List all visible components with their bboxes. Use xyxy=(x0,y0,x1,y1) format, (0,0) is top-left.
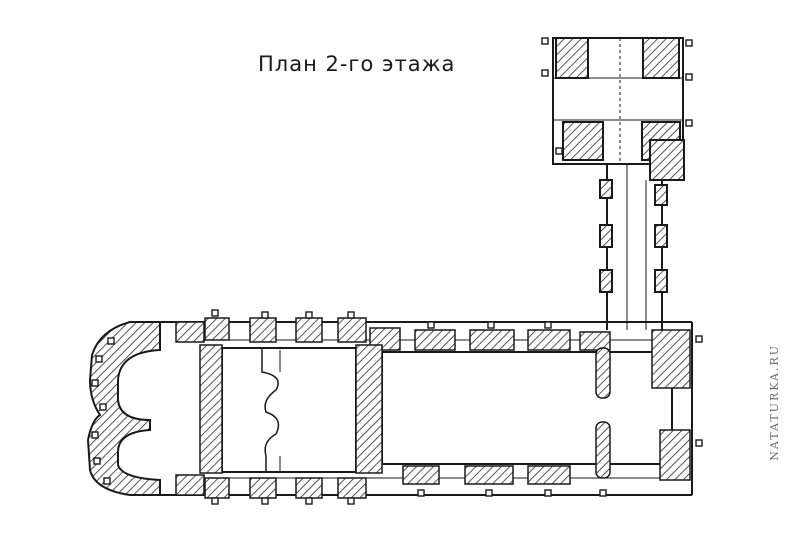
passage-gallery xyxy=(599,164,668,330)
central-hall xyxy=(221,347,357,473)
belfry-tower xyxy=(552,37,685,181)
gallery-pier xyxy=(654,184,668,206)
wall-piers xyxy=(175,317,691,499)
apse xyxy=(86,321,161,496)
plan-title: План 2-го этажа xyxy=(258,52,456,76)
gallery-pier xyxy=(654,224,668,248)
refectory-hall xyxy=(381,351,673,465)
tower-pier xyxy=(555,37,589,79)
iconostasis-partition xyxy=(261,348,281,472)
gallery-pier xyxy=(599,179,613,199)
pilaster-buttresses xyxy=(91,37,703,505)
tower-pier xyxy=(562,121,604,161)
tower-outline xyxy=(552,37,684,165)
gallery-pier xyxy=(654,269,668,293)
gallery-pier xyxy=(599,269,613,293)
tower-pier xyxy=(642,37,680,79)
tower-stair xyxy=(649,139,685,181)
gallery-pier xyxy=(599,224,613,248)
